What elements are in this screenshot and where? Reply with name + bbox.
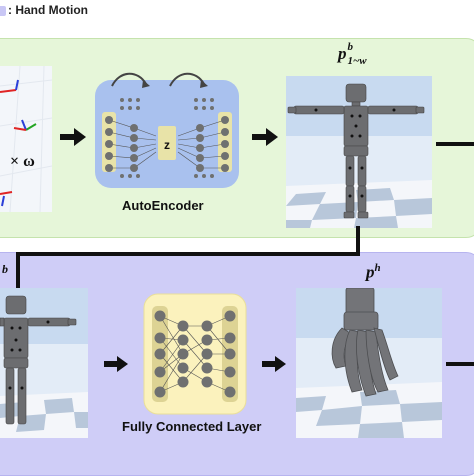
fully-connected-label: Fully Connected Layer xyxy=(122,419,262,434)
input-body-pose-image xyxy=(0,288,88,438)
t-pose-figure xyxy=(0,295,77,425)
autoencoder-neurons xyxy=(105,98,229,178)
output-connector xyxy=(436,142,474,146)
arrow-right xyxy=(262,356,286,372)
hand-pose-image xyxy=(296,288,442,438)
legend-swatch xyxy=(0,6,6,16)
autoencoder-label: AutoEncoder xyxy=(122,198,204,213)
body-pose-image xyxy=(286,76,432,228)
arrow-right xyxy=(104,356,128,372)
joint-axes-icon xyxy=(0,79,37,207)
latent-z-label: z xyxy=(164,138,170,152)
hand-pose-label: ph xyxy=(366,262,381,282)
weight-operator: × ω xyxy=(10,153,35,170)
fc-neurons xyxy=(154,310,236,398)
hand-model xyxy=(331,288,399,397)
arrow-right xyxy=(60,128,86,146)
input-body-pose-sup: b xyxy=(2,262,8,276)
body-pose-label: p b 1~w xyxy=(338,41,367,67)
autoencoder-block: z xyxy=(95,72,239,188)
fully-connected-block xyxy=(143,293,247,415)
output-connector xyxy=(446,362,474,366)
legend-hand-motion: : Hand Motion xyxy=(8,3,88,17)
arrow-right xyxy=(252,128,278,146)
joint-markers xyxy=(314,108,396,198)
input-motion-image xyxy=(0,66,52,212)
